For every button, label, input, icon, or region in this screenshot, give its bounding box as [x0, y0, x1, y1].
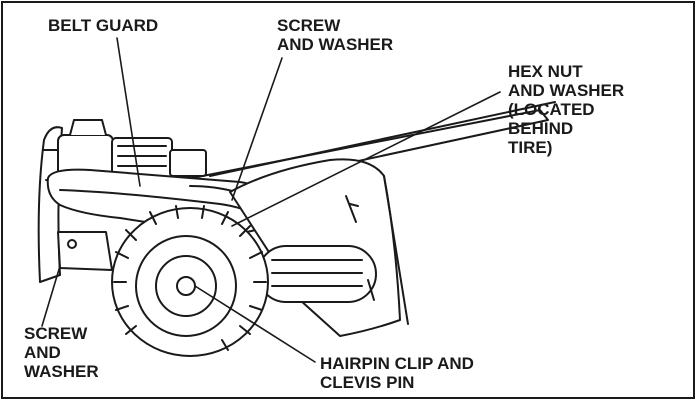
- callout-line: BELT GUARD: [48, 16, 159, 35]
- tiller-frame: [57, 231, 113, 271]
- callout-belt-guard: BELT GUARD: [48, 16, 158, 35]
- callout-line: WASHER: [24, 362, 99, 381]
- wheel: [111, 205, 269, 357]
- callout-line: AND WASHER: [277, 35, 394, 54]
- callout-line: CLEVIS PIN: [320, 373, 415, 392]
- callout-line: SCREW: [277, 16, 341, 35]
- leader-lines: [41, 37, 501, 363]
- callout-line: AND WASHER: [508, 81, 625, 100]
- callout-screw-and-washer-bottom: SCREW AND WASHER: [24, 324, 99, 381]
- callout-screw-and-washer-top: SCREW AND WASHER: [277, 16, 393, 54]
- callout-line: TIRE): [508, 138, 553, 157]
- callout-line: BEHIND: [508, 119, 574, 138]
- callout-line: HEX NUT: [508, 62, 583, 81]
- callout-hex-nut-and-washer: HEX NUT AND WASHER (LOCATED BEHIND TIRE): [508, 62, 624, 157]
- tine-hood: [229, 158, 409, 337]
- callout-line: AND: [24, 343, 61, 362]
- engine: [57, 119, 207, 179]
- callout-hairpin-clip-and-clevis-pin: HAIRPIN CLIP AND CLEVIS PIN: [320, 354, 474, 392]
- callout-line: (LOCATED: [508, 100, 595, 119]
- callout-line: SCREW: [24, 324, 88, 343]
- callout-line: HAIRPIN CLIP AND: [320, 354, 474, 373]
